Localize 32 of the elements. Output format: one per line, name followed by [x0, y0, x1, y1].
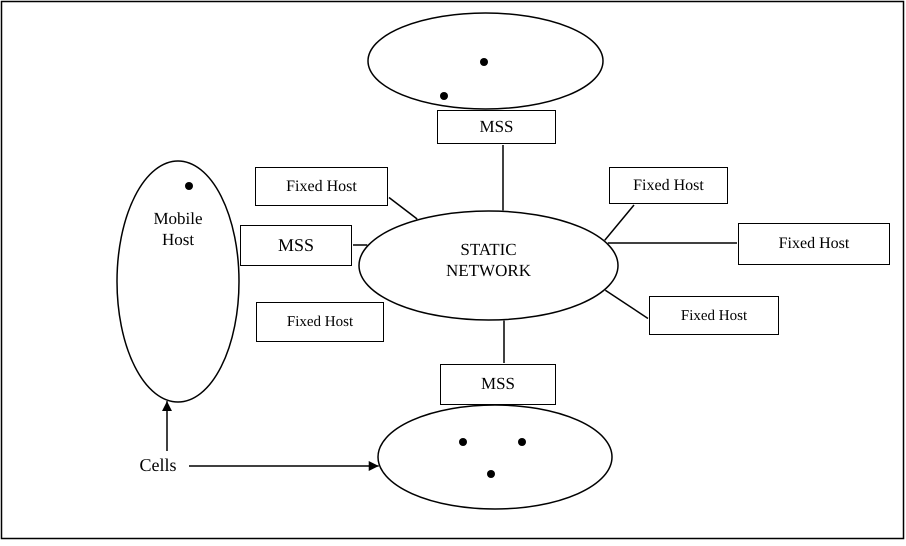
node-box [256, 302, 384, 342]
arrow [189, 461, 379, 471]
node-box [440, 364, 556, 405]
arrow [162, 401, 172, 451]
box-label: Fixed Host [286, 176, 357, 196]
connector-line [388, 196, 418, 220]
node-box [649, 296, 779, 335]
node-box [437, 110, 556, 144]
box-label: Fixed Host [778, 234, 850, 254]
ellipse-label: STATIC NETWORK [445, 240, 532, 281]
cell-ellipse [116, 160, 240, 403]
ellipse-label: Mobile Host [152, 209, 204, 250]
box-label: Fixed Host [286, 313, 354, 331]
connector-line [604, 290, 648, 320]
box-label: MSS [480, 374, 516, 395]
cell-ellipse [367, 12, 604, 110]
node-box [255, 167, 388, 206]
box-label: MSS [278, 234, 314, 256]
box-label: Fixed Host [633, 176, 704, 196]
connector-line [604, 204, 635, 241]
node-box [738, 223, 890, 265]
box-label: MSS [479, 116, 514, 138]
box-label: Fixed Host [680, 306, 748, 324]
connector-line [502, 145, 504, 210]
cell-ellipse [377, 404, 613, 510]
connector-line [353, 244, 368, 246]
node-box [240, 225, 352, 266]
node-box [609, 167, 728, 204]
cell-ellipse [358, 210, 619, 321]
caption-text: Cells [128, 452, 188, 480]
connector-line [608, 242, 737, 244]
connector-line [503, 320, 505, 363]
